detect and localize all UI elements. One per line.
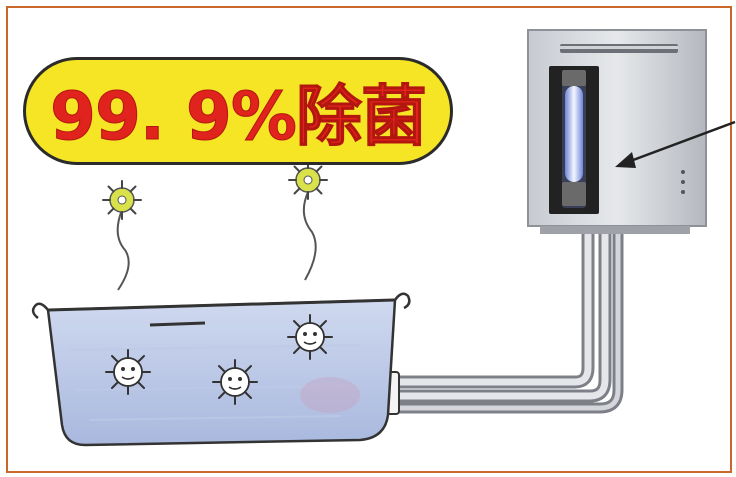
germ-icon [288, 160, 328, 200]
germ-icon [102, 180, 142, 220]
uv-lamp-icon [565, 86, 583, 182]
germ-icon [105, 349, 151, 395]
germ-icon [287, 314, 333, 360]
water-pipes [366, 223, 624, 415]
rising-germ-right [288, 160, 328, 281]
pointer-arrow-icon [615, 120, 736, 168]
sterilization-badge: 99. 9%除菌 [23, 57, 453, 165]
illustration-frame [6, 6, 732, 473]
rising-germ-left [102, 180, 142, 291]
water-heater-unit [527, 29, 707, 234]
germ-icon [212, 359, 258, 405]
badge-label: 99. 9%除菌 [50, 78, 428, 156]
